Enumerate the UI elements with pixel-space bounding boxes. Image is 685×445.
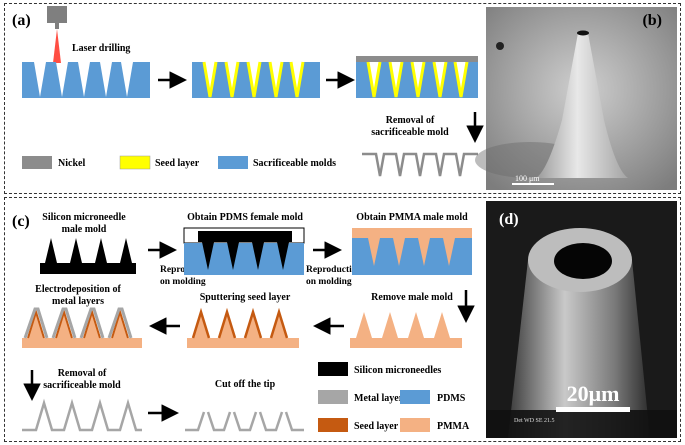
sem-image-b: 100 μm [475,7,677,190]
legend-metal-label: Metal layer [354,393,404,404]
metal-needles-open [185,411,304,432]
c2-label: Obtain PDMS female mold [187,212,303,223]
sem-info-d: Det WD SE 21.5 [514,418,555,424]
pmma-with-seed [187,307,299,348]
legend-pmma-swatch [400,418,430,432]
rep1-line2: on molding [160,277,206,287]
legend-pdms-label: PDMS [437,393,466,404]
panel-c-frame [4,197,681,442]
legend-seed-label: Seed layer [155,158,200,169]
legend-pdms-swatch [400,390,430,404]
legend-seed-c-swatch [318,418,348,432]
c1-label-line2: male mold [62,224,107,235]
nickel-needles-result [362,152,478,177]
mold-with-nickel [356,56,478,98]
rep1-line1: Reproducti [160,265,206,275]
rep2-line2: on molding [306,277,352,287]
c6-label-line2: metal layers [52,296,104,307]
c7-label-line2: sacrificeable mold [43,380,121,391]
legend-sacrificial-swatch [218,156,248,169]
scale-bar-d [556,407,630,412]
laser-icon [47,6,67,63]
metal-needles-closed [22,398,142,432]
pmma-male-mold [352,228,472,275]
pdms-female-mold [183,227,305,275]
silicon-male-mold [40,238,136,274]
mold-with-seed-layer [192,61,320,98]
c3-label: Obtain PMMA male mold [356,212,468,223]
c6-label-line1: Electrodeposition of [35,284,121,295]
panel-d-letter: (d) [499,211,519,228]
laser-drilling-label: Laser drilling [72,43,130,54]
legend-nickel-swatch [22,156,52,169]
c4-label: Remove male mold [371,292,453,303]
c7-label-line1: Removal of [58,368,107,379]
legend-silicon-label: Silicon microneedles [354,365,441,376]
legend-seed-c-label: Seed layer [354,421,399,432]
legend-c: Silicon microneedles Metal layer PDMS Se… [318,362,470,432]
legend-a: Nickel Seed layer Sacrificeable molds [22,155,336,170]
panel-c-letter: (c) [12,213,30,230]
sem-image-d: 20μm Det WD SE 21.5 [486,201,677,438]
legend-metal-swatch [318,390,348,404]
pmma-after-removal [350,312,462,348]
scale-text-d: 20μm [567,381,620,406]
c8-label: Cut off the tip [215,379,276,390]
panel-b-letter: (b) [642,12,662,29]
panel-a-frame [4,3,681,194]
pmma-with-metal [22,307,142,348]
legend-nickel-label: Nickel [58,158,85,169]
c1-label-line1: Silicon microneedle [42,212,126,223]
legend-pmma-label: PMMA [437,421,470,432]
legend-silicon-swatch [318,362,348,376]
c5-label: Sputtering seed layer [200,292,291,303]
panel-a-letter: (a) [12,12,31,29]
removal-label-line2: sacrificeable mold [371,127,449,138]
rep2-line1: Reproducti [306,265,352,275]
legend-seed-swatch [119,155,151,170]
removal-label-line1: Removal of [386,115,435,126]
legend-sacrificial-label: Sacrificeable molds [253,158,336,169]
scale-text-b: 100 μm [515,174,540,183]
sacrificial-mold-drilled [22,62,150,98]
